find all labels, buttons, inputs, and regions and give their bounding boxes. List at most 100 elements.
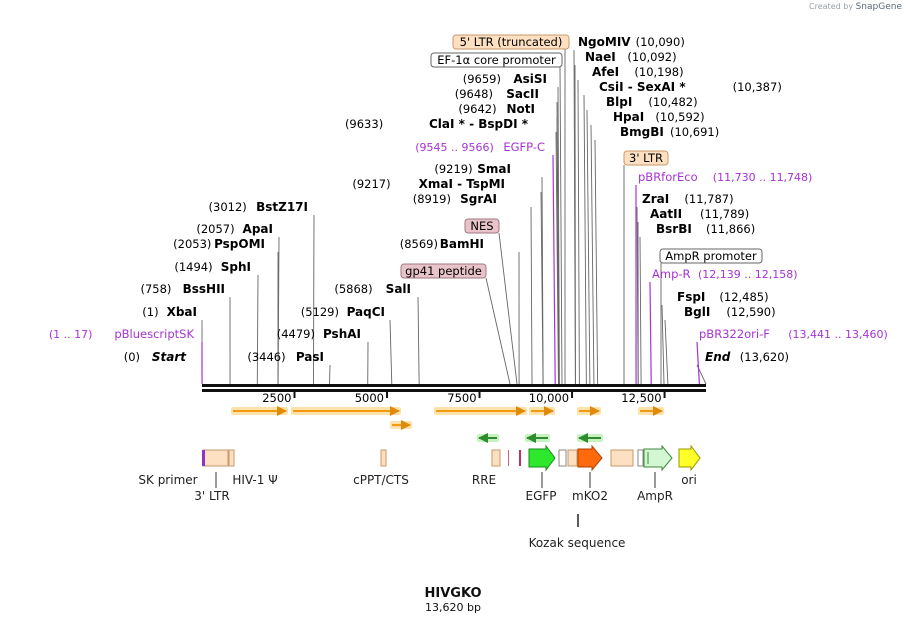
site-name-fspi: FspI — [677, 290, 705, 304]
primer-line-amp-r — [649, 281, 652, 385]
site-line-bmgbi — [594, 139, 599, 385]
site-pos-bsrbi: (11,866) — [706, 222, 755, 236]
feature-ef1a-box — [567, 449, 578, 467]
site-name-ngomiv: NgoMIV — [578, 35, 631, 49]
site-line-bsrbi — [639, 236, 642, 385]
backbone-strand-bottom — [202, 389, 706, 392]
feature-label-mko2: mKO2 — [572, 489, 608, 503]
site-name-xmai-tspmi: XmaI - TspMI — [419, 177, 505, 191]
feature-nes-mark — [519, 450, 521, 466]
site-name-sphi: SphI — [221, 260, 251, 274]
site-pos-xbai: (1) — [142, 305, 158, 319]
site-line-paqci — [389, 319, 393, 385]
site-pos-bgli: (12,590) — [726, 305, 775, 319]
site-pos-zrai: (11,787) — [684, 192, 733, 206]
site-pos-afei: (10,198) — [634, 65, 683, 79]
site-line-bstz17i — [313, 214, 315, 385]
site-name-bsshii: BssHII — [183, 282, 225, 296]
callout-box-gp41-peptide — [400, 263, 487, 279]
primer-name-pbluescriptsk: pBluescriptSK — [114, 327, 194, 341]
feature-label-egfp: EGFP — [525, 489, 556, 503]
primer-line-pbr322ori-f — [696, 341, 700, 385]
site-name-xbai: XbaI — [167, 305, 197, 319]
feature-kozak-gap — [558, 449, 567, 467]
site-pos-noti: (9642) — [458, 102, 496, 116]
snapgene-credit: Created by SnapGene — [809, 2, 902, 12]
site-pos-bsshii: (758) — [140, 282, 171, 296]
site-pos-pspomi: (2053) — [173, 237, 211, 251]
site-pos-sali: (5868) — [334, 282, 372, 296]
site-pos-ngomiv: (10,090) — [636, 35, 685, 49]
site-line-hpai — [590, 124, 595, 385]
primer-range-egfp-c: (9545 .. 9566) — [415, 141, 494, 154]
site-name-sali: SalI — [386, 282, 411, 296]
callout-label-3-ltr: 3' LTR — [629, 151, 663, 165]
map-subtitle: 13,620 bp — [425, 601, 481, 614]
site-line-afei — [577, 79, 580, 385]
backbone-strand-top — [202, 384, 706, 387]
site-line-csii-sexai — [583, 94, 587, 385]
feature-label-hiv-1-psi: HIV-1 Ψ — [232, 473, 277, 487]
site-pos-end: (13,620) — [740, 350, 789, 364]
site-pos-fspi: (12,485) — [719, 290, 768, 304]
site-name-zrai: ZraI — [642, 192, 669, 206]
site-name-bamhi: BamHI — [440, 237, 484, 251]
site-name-smai: SmaI — [477, 162, 511, 176]
feature-rre-box — [491, 449, 501, 467]
primer-range-amp-r: (12,139 .. 12,158) — [698, 268, 798, 281]
feature-ampr-promoter-box — [637, 449, 644, 467]
primer-range-pbr322ori-f: (13,441 .. 13,460) — [788, 328, 888, 341]
primer-name-egfp-c: EGFP-C — [503, 140, 545, 154]
site-pos-sgrai: (8919) — [413, 192, 451, 206]
site-line-bgli — [664, 319, 669, 385]
site-pos-clai-bspdi: (9633) — [345, 117, 383, 131]
site-pos-start: (0) — [124, 350, 140, 364]
site-pos-naei: (10,092) — [627, 50, 676, 64]
site-line-blpi — [586, 109, 591, 385]
site-name-paqci: PaqCI — [347, 305, 385, 319]
site-name-start: Start — [152, 350, 187, 364]
site-line-fspi — [661, 304, 665, 385]
site-line-sgrai — [530, 206, 533, 385]
site-name-sacii: SacII — [506, 87, 539, 101]
site-pos-sphi: (1494) — [174, 260, 212, 274]
callout-box-ef-1a-core-promoter — [430, 52, 563, 68]
site-pos-aatii: (11,789) — [700, 207, 749, 221]
site-line-clai-bspdi — [555, 131, 559, 385]
site-line-asisi — [557, 86, 560, 385]
feature-gp41-mark — [508, 450, 509, 466]
feature-label-cppt-cts: cPPT/CTS — [353, 473, 409, 487]
site-name-end: End — [705, 350, 731, 364]
feature-label-ori: ori — [681, 473, 697, 487]
site-pos-hpai: (10,592) — [655, 110, 704, 124]
site-pos-xmai-tspmi: (9217) — [352, 177, 390, 191]
callout-label-gp41-peptide: gp41 peptide — [405, 264, 482, 278]
site-line-sali — [417, 296, 420, 385]
site-line-smai — [541, 176, 544, 385]
callout-box-3-ltr — [623, 150, 669, 166]
callout-box-nes — [464, 218, 500, 234]
callout-label-ampr-promoter: AmpR promoter — [665, 249, 757, 263]
site-pos-asisi: (9659) — [463, 72, 501, 86]
feature-cppt-cts-box — [380, 449, 387, 467]
site-name-blpi: BlpI — [606, 95, 632, 109]
axis-label-7500: 7500 — [447, 391, 476, 405]
callout-box-ampr-promoter — [659, 248, 763, 264]
feature-3ltr-box — [610, 449, 634, 467]
site-name-bmgbi: BmgBI — [620, 125, 664, 139]
site-name-pasi: PasI — [296, 350, 324, 364]
site-name-sgrai: SgrAI — [460, 192, 497, 206]
site-name-pspomi: PspOMI — [214, 237, 265, 251]
primer-name-amp-r: Amp-R — [652, 267, 691, 281]
callout-label-nes: NES — [470, 219, 493, 233]
feature-label-3-ltr: 3' LTR — [194, 489, 229, 503]
site-name-pshai: PshAI — [323, 327, 361, 341]
site-pos-bmgbi: (10,691) — [670, 125, 719, 139]
feature-sk-primer-mark — [202, 450, 205, 466]
site-name-afei: AfeI — [592, 65, 619, 79]
site-line-sphi — [256, 274, 259, 385]
primer-name-pbrforeco: pBRforEco — [638, 170, 698, 184]
map-title: HIVGKO — [425, 586, 482, 601]
site-pos-smai: (9219) — [434, 162, 472, 176]
